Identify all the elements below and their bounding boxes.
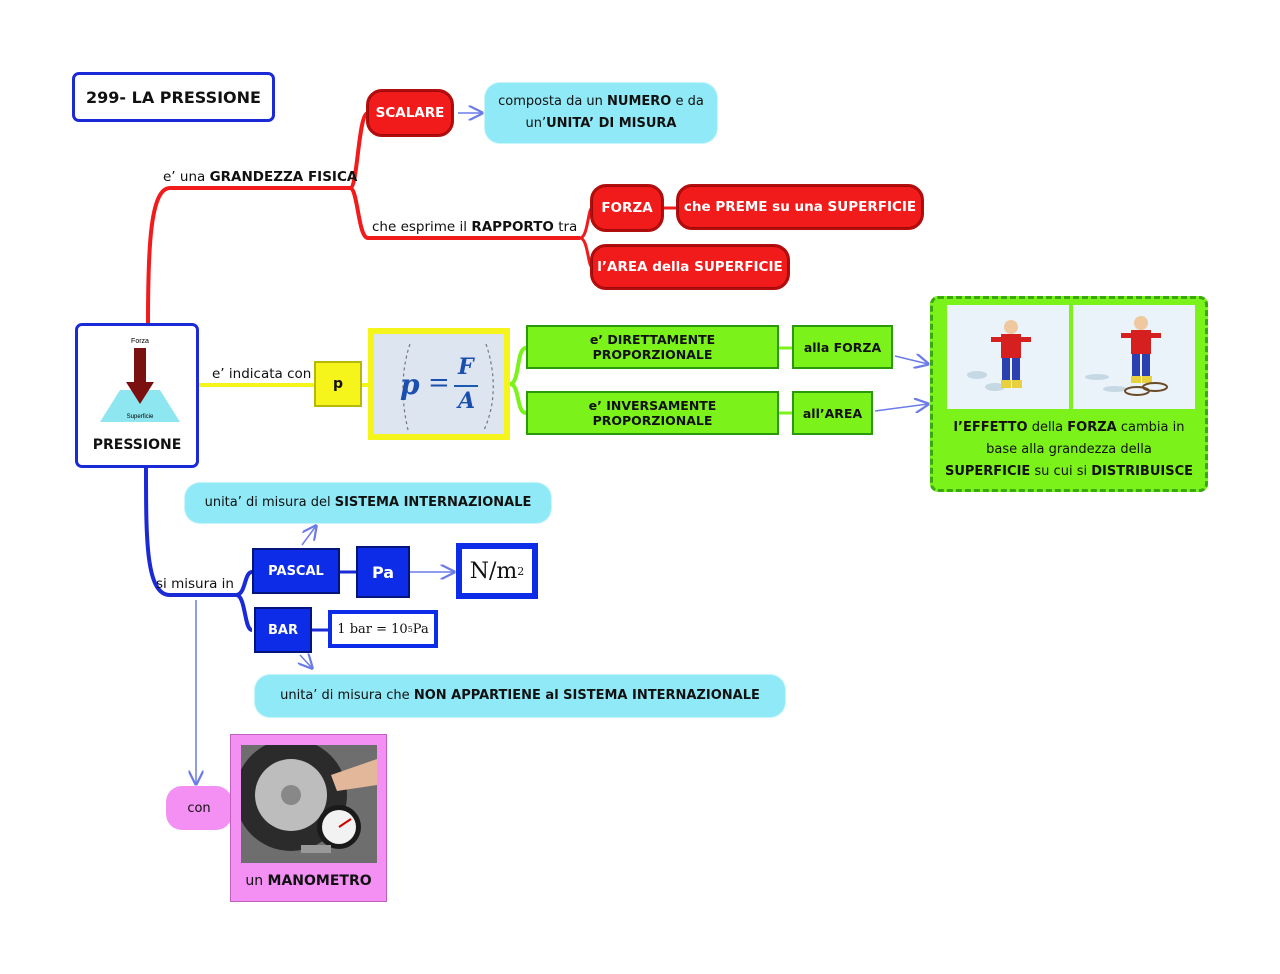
effect-text: su cui si (1030, 464, 1092, 479)
note-text: unita’ di misura che (280, 688, 414, 703)
note-text-bold: NUMERO (607, 94, 672, 109)
note-text: un’ (525, 116, 547, 131)
edge-si-misura-in: si misura in (156, 576, 234, 592)
manometro-text: un (245, 873, 268, 889)
central-node-pressione[interactable]: Forza Superficie PRESSIONE (75, 323, 199, 468)
node-symbol-p[interactable]: p (314, 361, 362, 407)
effect-text-bold: DISTRIBUISCE (1091, 464, 1194, 479)
effect-text: cambia in (1116, 420, 1185, 435)
note-sistema-internazionale[interactable]: unita’ di misura del SISTEMA INTERNAZION… (188, 486, 548, 520)
effect-text-bold: l’EFFETTO (953, 420, 1028, 435)
node-pa[interactable]: Pa (356, 546, 410, 598)
edge-indicata-con: e’ indicata con (212, 366, 312, 382)
note-text-bold: SISTEMA INTERNAZIONALE (334, 495, 532, 510)
bar-eq-exponent: 5 (407, 624, 413, 634)
edge-grandezza-fisica: e’ una GRANDEZZA FISICA (163, 169, 357, 185)
manometer-image (241, 745, 377, 863)
effect-text: base alla grandezza della (986, 442, 1152, 457)
formula-lhs: p (400, 368, 420, 401)
note-non-sistema-internazionale[interactable]: unita’ di misura che NON APPARTIENE al S… (258, 678, 782, 714)
edge-text-bold: RAPPORTO (471, 219, 554, 235)
n-m2-text: N/m (469, 558, 518, 584)
node-area[interactable]: l’AREA della SUPERFICIE (590, 244, 790, 290)
node-effetto-forza[interactable]: l’EFFETTO della FORZA cambia in base all… (930, 296, 1208, 492)
snow-walker-boots-image (947, 305, 1069, 409)
icon-label-forza: Forza (131, 338, 149, 345)
effect-text-bold: SUPERFICIE (944, 464, 1031, 479)
formula-numerator: F (458, 354, 474, 380)
effect-text: della (1027, 420, 1068, 435)
edge-text-bold: GRANDEZZA FISICA (209, 169, 358, 185)
note-text-bold: UNITA’ DI MISURA (546, 116, 677, 131)
edge-rapporto: che esprime il RAPPORTO tra (372, 219, 577, 235)
walker-sinking-illustration (967, 320, 1031, 391)
node-forza-desc[interactable]: che PREME su una SUPERFICIE (676, 184, 924, 230)
effect-text-bold: FORZA (1067, 420, 1117, 435)
icon-label-superficie: Superficie (127, 414, 154, 420)
edge-text: e’ una (163, 169, 210, 185)
node-manometro[interactable]: un MANOMETRO (230, 734, 387, 902)
formula-decoration (402, 343, 494, 431)
edge-text: tra (553, 219, 578, 235)
manometro-text-bold: MANOMETRO (267, 873, 372, 889)
node-formula[interactable]: p = F A (368, 328, 510, 440)
formula-equals: = (428, 368, 450, 398)
walker-snowshoes-illustration (1085, 316, 1168, 396)
edge-text: che esprime il (372, 219, 472, 235)
node-bar[interactable]: BAR (254, 607, 312, 653)
formula-denominator: A (458, 388, 476, 414)
note-scalare[interactable]: composta da un NUMERO e da un’UNITA’ DI … (488, 86, 714, 140)
bar-eq-text: 1 bar = 10 (337, 621, 408, 637)
snow-walker-snowshoes-image (1073, 305, 1195, 409)
node-inversamente-proporzionale[interactable]: e’ INVERSAMENTE PROPORZIONALE (526, 391, 779, 435)
note-text-bold: NON APPARTIENE al SISTEMA INTERNAZIONALE (413, 688, 760, 703)
node-pascal[interactable]: PASCAL (252, 548, 340, 594)
node-all-area[interactable]: all’AREA (792, 391, 873, 435)
node-forza[interactable]: FORZA (590, 184, 664, 232)
tire-gauge-illustration (241, 745, 377, 863)
node-scalare[interactable]: SCALARE (366, 89, 454, 137)
note-text: e da (671, 94, 704, 109)
force-surface-icon: Forza Superficie (100, 338, 180, 422)
central-node-label: PRESSIONE (92, 437, 182, 453)
bar-eq-unit: Pa (412, 621, 429, 637)
formula-panel: p = F A (374, 334, 504, 434)
node-direttamente-proporzionale[interactable]: e’ DIRETTAMENTE PROPORZIONALE (526, 325, 779, 369)
effetto-forza-text: l’EFFETTO della FORZA cambia in base all… (933, 417, 1205, 483)
n-m2-exponent: 2 (517, 564, 525, 578)
manometro-label: un MANOMETRO (231, 873, 386, 889)
map-title: 299- LA PRESSIONE (72, 72, 275, 122)
node-con[interactable]: con (166, 786, 232, 830)
note-text: unita’ di misura del (204, 495, 335, 510)
note-text: composta da un (498, 94, 608, 109)
node-alla-forza[interactable]: alla FORZA (792, 325, 893, 369)
